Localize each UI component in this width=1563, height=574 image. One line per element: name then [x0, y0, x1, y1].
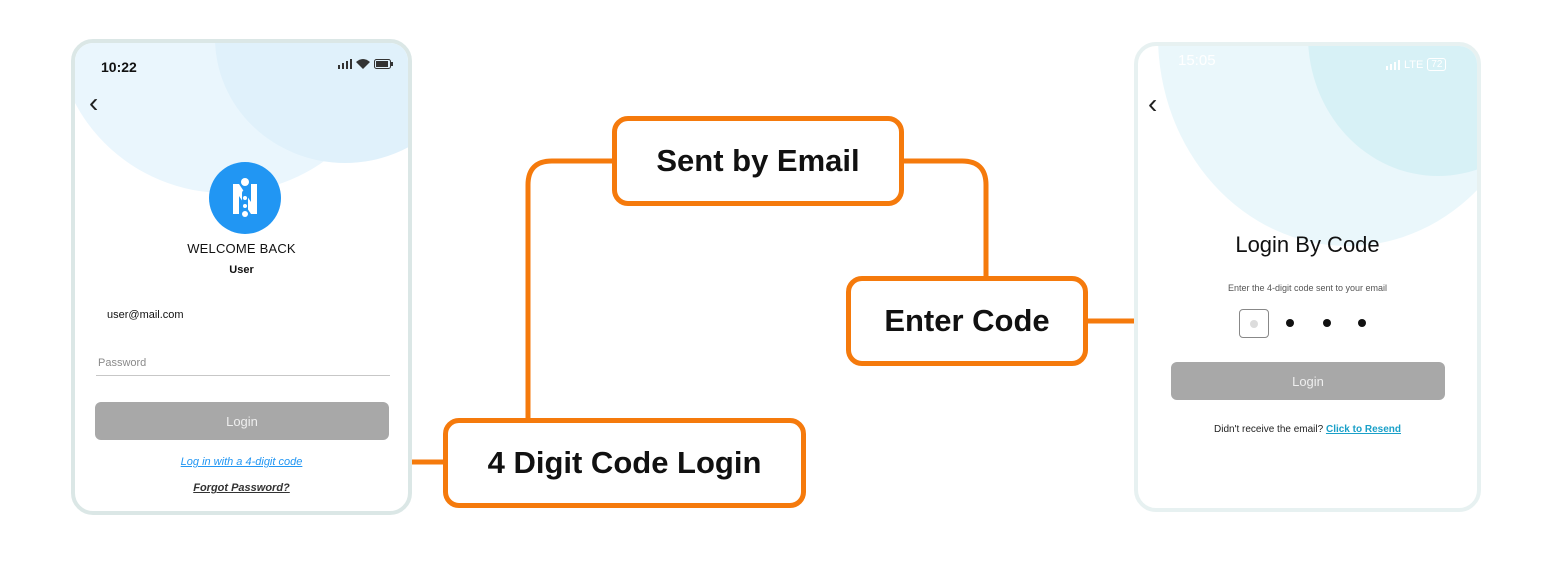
- network-label: LTE: [1404, 58, 1424, 71]
- signal-icon: [338, 59, 352, 69]
- status-time: 15:05: [1178, 52, 1216, 69]
- instruction-text: Enter the 4-digit code sent to your emai…: [1227, 283, 1388, 293]
- page-title: Login By Code: [1235, 232, 1380, 257]
- code-login-link-text[interactable]: Log in with a 4-digit code: [180, 456, 303, 468]
- status-icons: [338, 59, 394, 69]
- resend-link[interactable]: Click to Resend: [1325, 424, 1401, 435]
- email-field[interactable]: user@mail.com: [107, 309, 184, 321]
- code-digit-4[interactable]: [1358, 319, 1366, 327]
- user-name: User: [229, 264, 254, 276]
- back-button[interactable]: ‹: [89, 87, 99, 118]
- forgot-password-link[interactable]: Forgot Password?: [75, 482, 408, 494]
- connector-email-to-enter-code: [902, 158, 989, 279]
- resend-prompt: Didn't receive the email?: [1214, 424, 1324, 435]
- signal-icon: [1386, 59, 1400, 70]
- login-by-code-screen: 15:05 LTE 72 ‹ Login By Code Enter the 4…: [1134, 42, 1481, 512]
- back-button[interactable]: ‹: [1148, 88, 1158, 119]
- status-time: 10:22: [101, 59, 137, 75]
- forgot-password-text[interactable]: Forgot Password?: [193, 482, 290, 494]
- battery-icon: [374, 59, 393, 69]
- welcome-title: WELCOME BACK: [187, 241, 296, 256]
- login-button[interactable]: Login: [1171, 362, 1445, 400]
- battery-icon: 72: [1427, 58, 1447, 71]
- login-screen: 10:22 ‹ WELCOME BACK User user@mail.com …: [71, 39, 412, 515]
- password-placeholder: Password: [98, 357, 147, 369]
- login-button[interactable]: Login: [95, 402, 389, 440]
- app-logo-icon: [209, 162, 281, 234]
- code-digit-2[interactable]: [1286, 319, 1294, 327]
- status-icons: LTE 72: [1386, 58, 1447, 71]
- wifi-icon: [356, 59, 370, 69]
- callout-four-digit-login: 4 Digit Code Login: [443, 418, 806, 508]
- code-login-link[interactable]: Log in with a 4-digit code: [75, 456, 408, 468]
- resend-row: Didn't receive the email? Click to Resen…: [1138, 424, 1477, 435]
- cursor-dot: [1250, 320, 1258, 328]
- callout-enter-code: Enter Code: [846, 276, 1088, 366]
- password-field[interactable]: Password: [96, 353, 390, 376]
- code-digit-3[interactable]: [1323, 319, 1331, 327]
- connector-code-to-email: [525, 158, 614, 420]
- callout-sent-by-email: Sent by Email: [612, 116, 904, 206]
- code-digit-1[interactable]: [1239, 309, 1269, 338]
